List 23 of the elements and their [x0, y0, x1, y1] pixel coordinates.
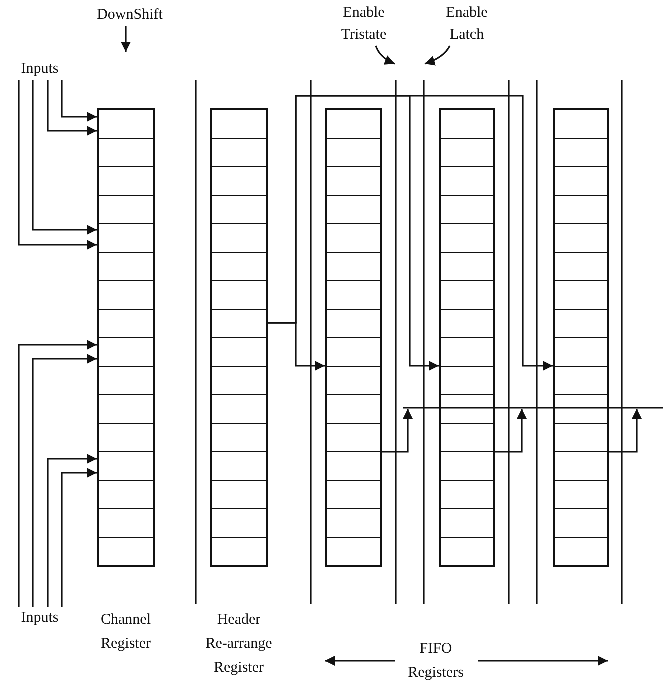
signal-label: Enable Tristate — [340, 4, 388, 45]
arrow — [121, 26, 131, 52]
register-label: Header Re-arrange Register — [204, 611, 274, 678]
arrow — [47, 454, 97, 607]
input-label: Inputs — [20, 60, 60, 79]
register-label: Channel Register — [100, 611, 152, 654]
arrow — [382, 409, 413, 453]
arrow — [32, 80, 97, 235]
arrow — [375, 46, 396, 65]
arrow — [18, 80, 97, 250]
arrow — [268, 95, 553, 371]
input-label: Inputs — [20, 609, 60, 628]
signal-label: DownShift — [96, 6, 164, 25]
arrow — [61, 80, 97, 122]
arrow — [424, 46, 451, 66]
arrow — [495, 409, 527, 453]
group-label: FIFO Registers — [407, 640, 465, 683]
arrow — [47, 80, 97, 136]
arrow — [32, 354, 97, 607]
arrow — [18, 340, 97, 607]
arrow — [609, 409, 642, 453]
signal-label: Enable Latch — [445, 4, 489, 45]
arrow — [61, 468, 97, 607]
